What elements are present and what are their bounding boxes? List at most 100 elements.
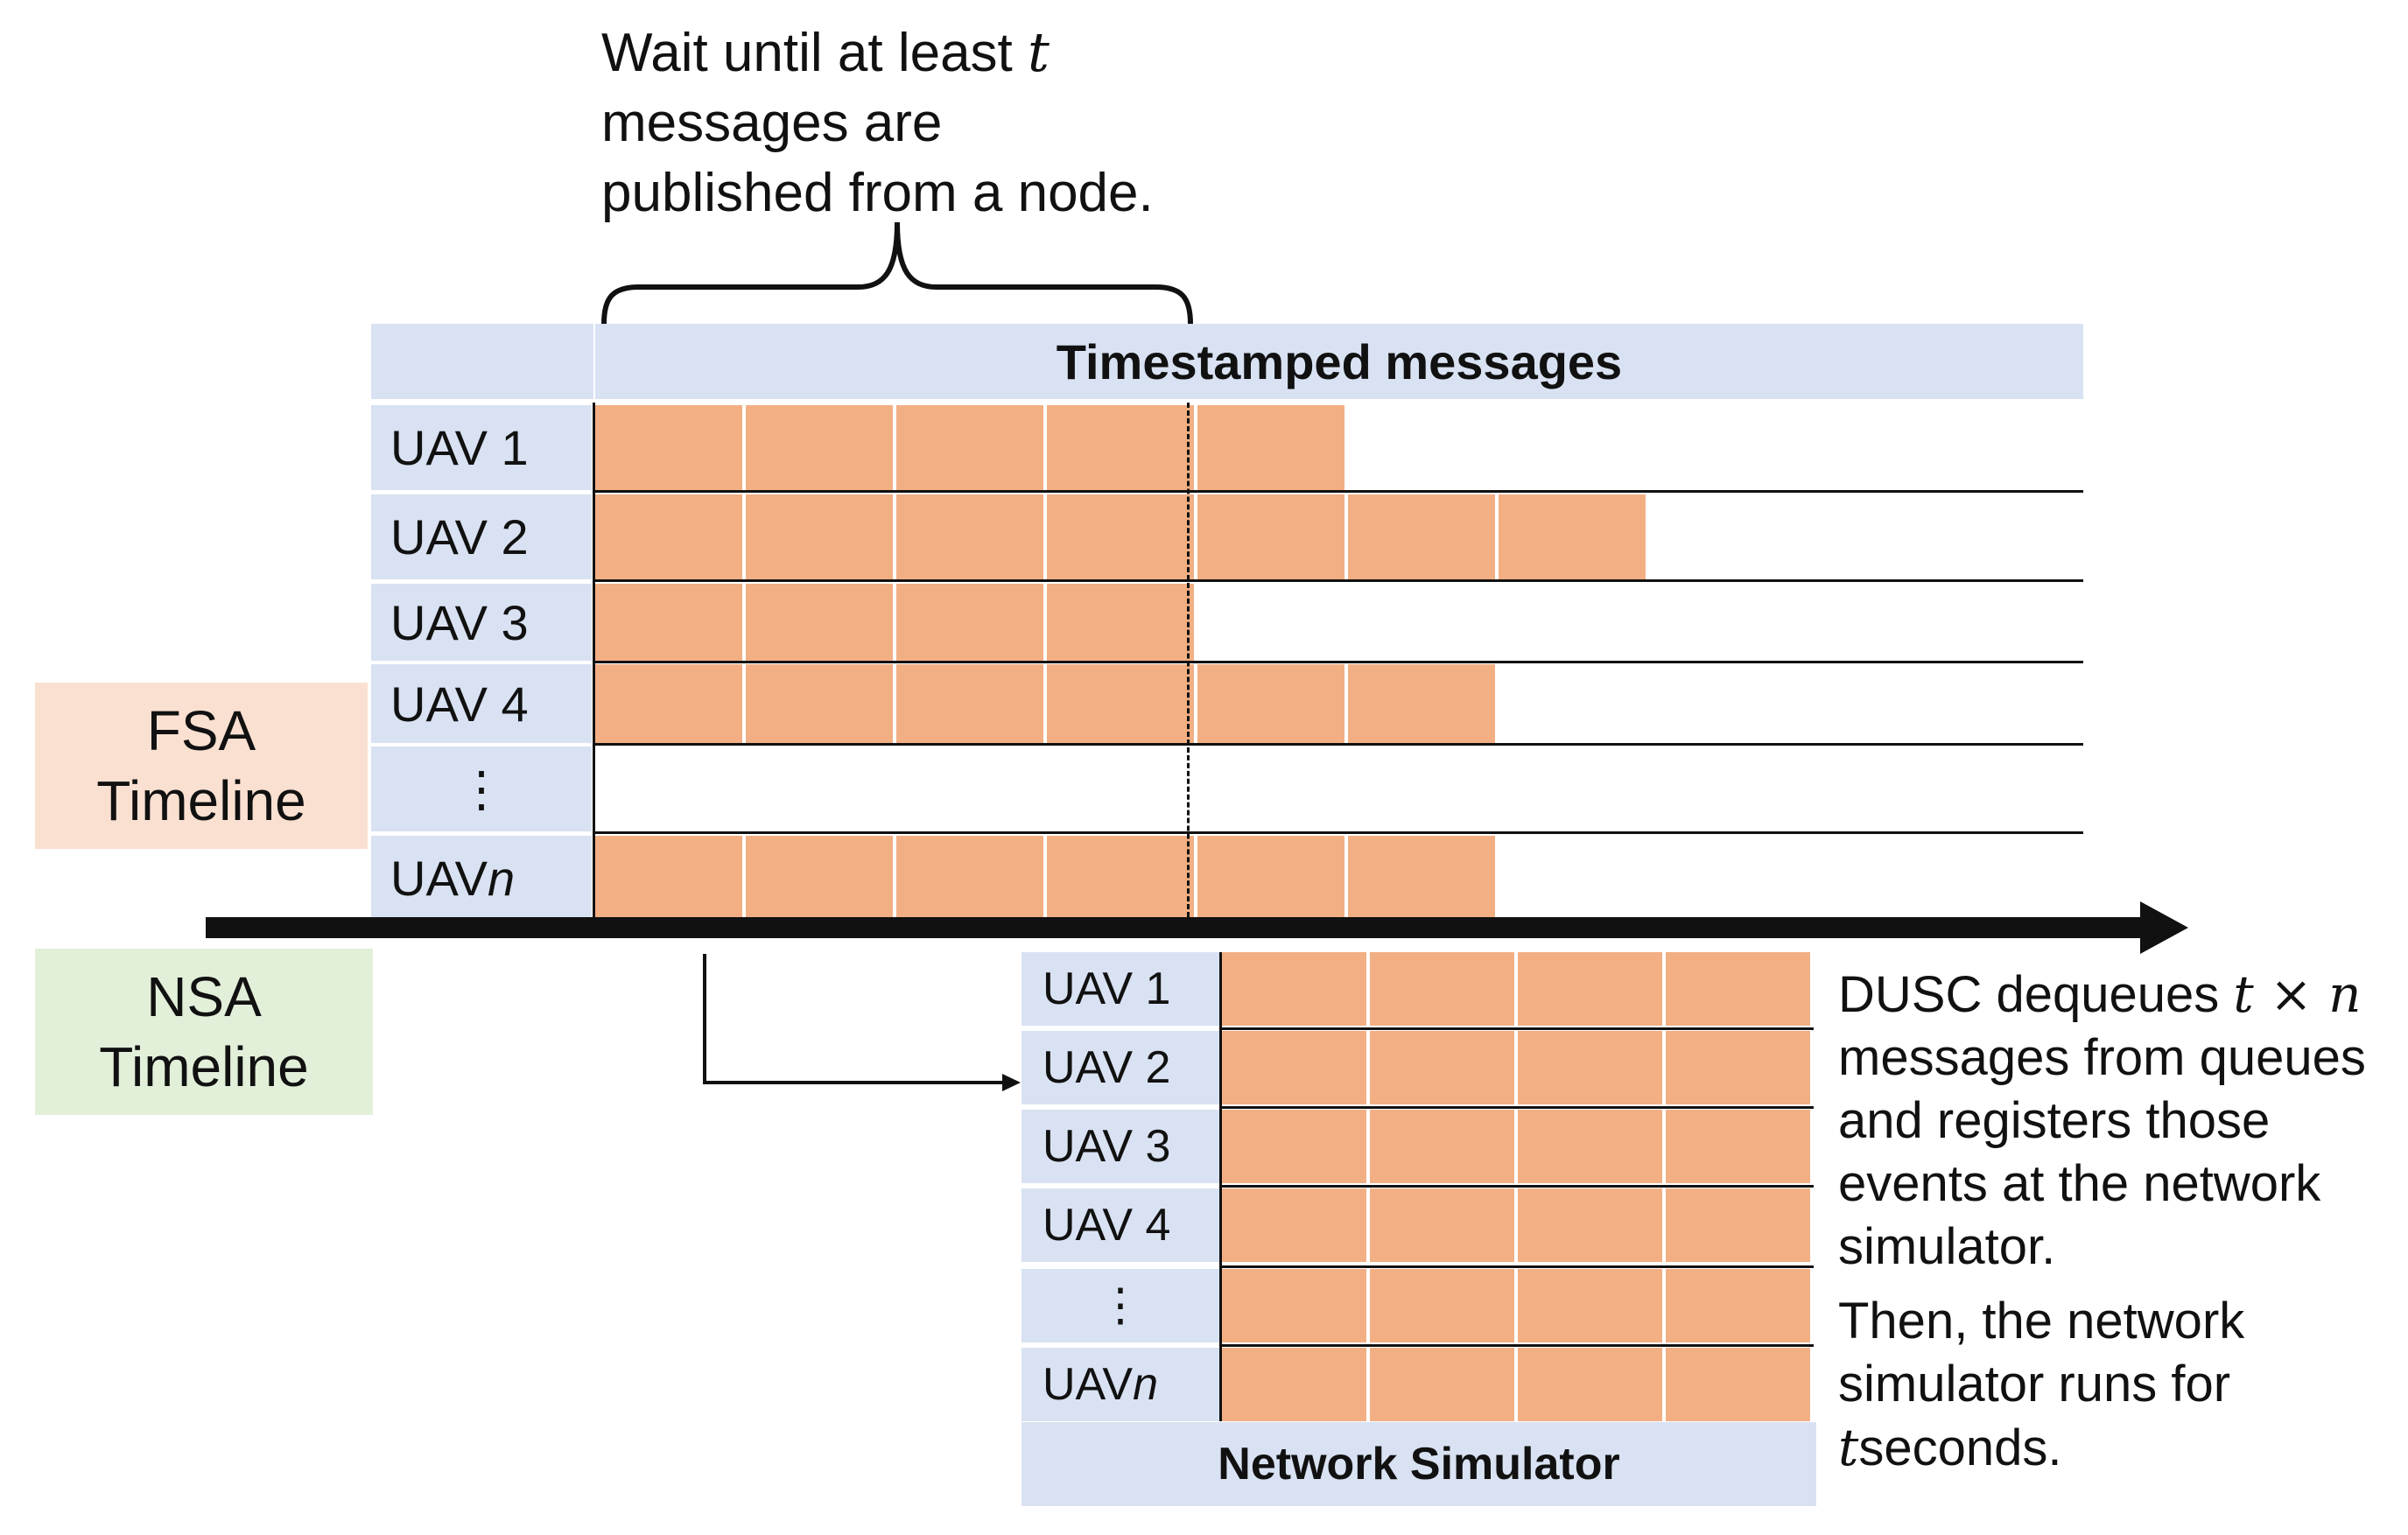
nsa-timeline-label: NSA Timeline xyxy=(35,949,373,1115)
nsa-line1: NSA xyxy=(146,965,262,1028)
ns-row-label: ⋮ xyxy=(1021,1269,1219,1342)
message-cell xyxy=(746,405,896,490)
nsa-line2: Timeline xyxy=(99,1035,309,1098)
ns-label-column-divider xyxy=(1219,952,1222,1421)
message-cell xyxy=(896,405,1047,490)
ns-row-label: UAV 3 xyxy=(1021,1110,1219,1183)
ns-row-label-var: n xyxy=(1133,1359,1158,1410)
wait-annotation: Wait until at least t messages are publi… xyxy=(601,18,1154,228)
message-queue-row xyxy=(595,664,1499,743)
ns-row-label: UAV n xyxy=(1021,1348,1219,1421)
ns-row-label-text: UAV 3 xyxy=(1043,1121,1171,1172)
row-divider xyxy=(595,831,2083,834)
ns-message-cell xyxy=(1666,1269,1814,1342)
row-label-text: UAV 3 xyxy=(390,594,529,650)
message-cell xyxy=(896,584,1047,661)
desc-l3: events at the network xyxy=(1838,1155,2321,1212)
message-cell xyxy=(896,664,1047,743)
ns-message-cell xyxy=(1370,1188,1518,1262)
run-var-t: t xyxy=(1838,1418,1859,1477)
ns-message-cell xyxy=(1222,1269,1370,1342)
message-cell xyxy=(595,494,746,579)
ns-message-cell xyxy=(1518,1031,1666,1104)
ns-message-cell xyxy=(1222,1348,1370,1421)
ns-message-cell xyxy=(1370,1110,1518,1183)
row-label-text: ⋮ xyxy=(457,760,506,817)
message-cell xyxy=(1197,494,1348,579)
ns-message-cell xyxy=(1518,1110,1666,1183)
ns-row-label: UAV 4 xyxy=(1021,1188,1219,1262)
curly-brace xyxy=(601,221,1193,325)
threshold-dashed-line xyxy=(1187,403,1190,917)
row-label-text: UAV xyxy=(390,851,488,906)
ns-row-label-text: UAV 2 xyxy=(1043,1042,1171,1093)
ns-row-divider xyxy=(1222,1185,1814,1188)
message-cell xyxy=(896,494,1047,579)
fsa-row-label: UAV 4 xyxy=(371,664,592,743)
ns-row-label-text: ⋮ xyxy=(1098,1280,1143,1331)
ns-message-cell xyxy=(1518,952,1666,1026)
row-label-text: UAV 2 xyxy=(390,509,529,564)
desc-start: DUSC dequeues xyxy=(1838,966,2220,1023)
row-divider xyxy=(595,490,2083,493)
fsa-line2: Timeline xyxy=(96,769,306,832)
ns-message-row xyxy=(1222,1269,1814,1342)
row-divider xyxy=(595,661,2083,663)
ns-message-cell xyxy=(1518,1348,1666,1421)
message-cell xyxy=(1348,664,1499,743)
message-queue-row xyxy=(595,836,1499,921)
ns-message-cell xyxy=(1666,1110,1814,1183)
ns-message-cell xyxy=(1370,1031,1518,1104)
ns-row-divider xyxy=(1222,1027,1814,1030)
desc-l2: and registers those xyxy=(1838,1092,2271,1149)
ns-message-cell xyxy=(1222,1110,1370,1183)
fsa-timeline-label: FSA Timeline xyxy=(35,683,368,849)
ns-row-label-text: UAV xyxy=(1043,1359,1134,1410)
message-cell xyxy=(1348,836,1499,921)
ns-row-label: UAV 1 xyxy=(1021,952,1219,1026)
message-queue-row xyxy=(595,405,1348,490)
ns-message-row xyxy=(1222,1188,1814,1262)
fsa-header-blank xyxy=(371,324,593,399)
message-cell xyxy=(746,584,896,661)
message-cell xyxy=(1197,405,1348,490)
ns-message-cell xyxy=(1518,1269,1666,1342)
ns-message-row xyxy=(1222,1031,1814,1104)
label-column-divider xyxy=(593,403,595,917)
message-cell xyxy=(1348,494,1499,579)
row-divider xyxy=(595,579,2083,582)
ns-message-cell xyxy=(1370,1269,1518,1342)
ns-message-cell xyxy=(1666,1348,1814,1421)
ns-row-label-text: UAV 4 xyxy=(1043,1200,1171,1251)
ns-message-cell xyxy=(1370,952,1518,1026)
ns-message-cell xyxy=(1666,1188,1814,1262)
message-cell xyxy=(746,664,896,743)
ns-row-label: UAV 2 xyxy=(1021,1031,1219,1104)
annotation-line1: Wait until at least xyxy=(601,23,1013,83)
row-divider xyxy=(595,743,2083,746)
ns-message-row xyxy=(1222,1348,1814,1421)
message-queue-row xyxy=(595,584,1197,661)
message-cell xyxy=(595,584,746,661)
message-cell xyxy=(746,836,896,921)
message-cell xyxy=(1197,836,1348,921)
ns-message-cell xyxy=(1222,1031,1370,1104)
ns-row-divider xyxy=(1222,1344,1814,1347)
ns-row-label-text: UAV 1 xyxy=(1043,964,1171,1014)
dusc-description: DUSC dequeues t × n messages from queues… xyxy=(1838,963,2407,1279)
ns-row-divider xyxy=(1222,1265,1814,1268)
message-cell xyxy=(1047,405,1197,490)
ns-message-cell xyxy=(1222,952,1370,1026)
message-cell xyxy=(1499,494,1649,579)
annotation-var-t: t xyxy=(1028,20,1050,84)
message-cell xyxy=(1047,494,1197,579)
message-queue-row xyxy=(595,494,1649,579)
row-label-var: n xyxy=(488,851,516,906)
ns-message-row xyxy=(1222,1110,1814,1183)
desc-math: t × n xyxy=(2233,964,2362,1024)
run-l1: Then, the network xyxy=(1838,1293,2245,1349)
annotation-line3: published from a node. xyxy=(601,163,1154,223)
ns-message-cell xyxy=(1666,952,1814,1026)
run-end: seconds. xyxy=(1858,1419,2062,1476)
message-cell xyxy=(1047,836,1197,921)
